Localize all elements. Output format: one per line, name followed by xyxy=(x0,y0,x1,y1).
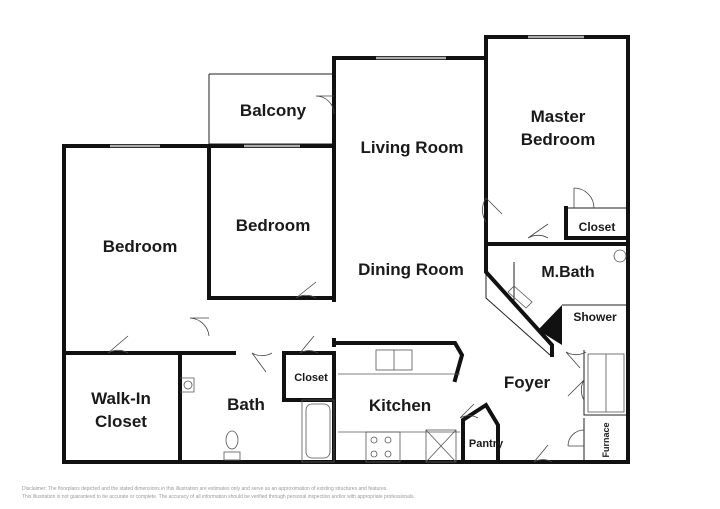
room-label-bedroom-left: Bedroom xyxy=(103,237,178,256)
room-label-shower: Shower xyxy=(573,310,617,324)
door-swings xyxy=(107,95,595,463)
sink xyxy=(180,377,195,393)
room-label-kitchen: Kitchen xyxy=(369,396,431,415)
room-label-master-bath: M.Bath xyxy=(541,264,594,281)
room-label-master-closet: Closet xyxy=(579,220,616,234)
mbath-toilet xyxy=(613,249,627,263)
shower-corner xyxy=(538,305,562,345)
room-label-walkin-closet-2: Closet xyxy=(95,412,147,431)
room-label-balcony: Balcony xyxy=(240,101,307,120)
room-label-living-room: Living Room xyxy=(361,138,464,157)
room-label-dining-room: Dining Room xyxy=(358,260,464,279)
room-label-master-bedroom-2: Bedroom xyxy=(521,130,596,149)
disclaimer-line-2: This illustration is not guaranteed to b… xyxy=(22,494,415,500)
windows xyxy=(110,35,584,148)
room-label-bedroom-middle: Bedroom xyxy=(236,216,311,235)
room-label-hall-closet: Closet xyxy=(294,372,328,384)
mbath-sink xyxy=(507,285,533,309)
room-label-furnace: Furnace xyxy=(601,422,611,457)
room-label-foyer: Foyer xyxy=(504,373,551,392)
toilet xyxy=(225,430,239,450)
stove xyxy=(365,431,401,463)
dishwasher xyxy=(425,429,457,463)
room-label-bath: Bath xyxy=(227,395,265,414)
window-lines xyxy=(110,35,584,148)
fixtures xyxy=(180,249,627,463)
disclaimer-line-1: Disclaimer: The floorplans depicted and … xyxy=(22,486,388,492)
bathtub xyxy=(301,399,335,463)
room-label-pantry: Pantry xyxy=(469,438,504,450)
room-label-master-bedroom-1: Master xyxy=(531,107,586,126)
room-label-walkin-closet-1: Walk-In xyxy=(91,389,151,408)
